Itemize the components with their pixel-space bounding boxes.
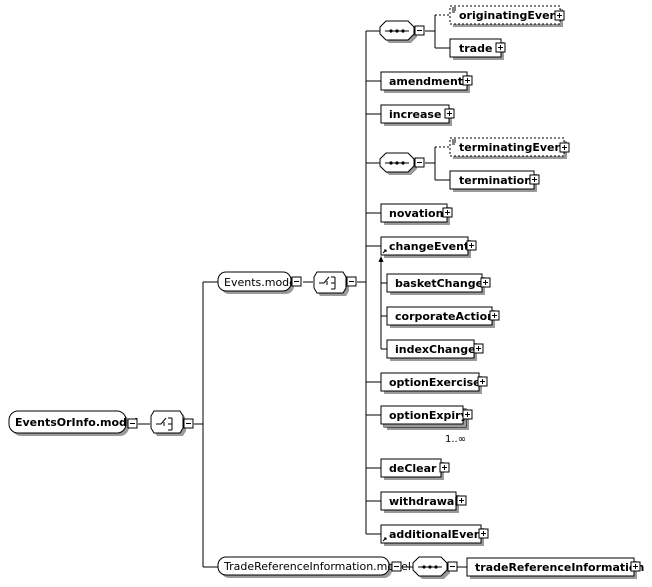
expand-toggle[interactable] <box>489 310 500 321</box>
node-change-event[interactable]: changeEvent <box>380 236 471 258</box>
expand-toggle[interactable] <box>473 343 484 354</box>
expand-toggle[interactable] <box>529 174 540 185</box>
node-label: additionalEvent <box>389 528 487 541</box>
node-termination[interactable]: termination <box>449 170 537 192</box>
node-index-change[interactable]: indexChange <box>386 339 477 361</box>
node-label: Events.model <box>224 276 299 289</box>
expand-toggle[interactable] <box>477 376 488 387</box>
node-label: originatingEvent <box>459 9 563 22</box>
node-option-expiry[interactable]: optionExpiry <box>380 405 469 430</box>
choice-compositor-icon <box>150 410 186 436</box>
node-label: EventsOrInfo.model <box>15 416 138 429</box>
node-option-exercise[interactable]: optionExercise <box>380 372 482 394</box>
node-label: TradeReferenceInformation.model <box>223 560 411 573</box>
expand-toggle[interactable] <box>456 495 467 506</box>
expand-toggle[interactable] <box>466 240 477 251</box>
node-novation[interactable]: novation <box>380 203 450 225</box>
collapse-toggle[interactable] <box>447 561 458 572</box>
substitution-arrow-icon <box>378 256 384 262</box>
expand-toggle[interactable] <box>442 207 453 218</box>
node-increase[interactable]: increase <box>380 104 452 126</box>
expand-toggle[interactable] <box>630 561 641 572</box>
cardinality-label: 1..∞ <box>445 434 466 445</box>
node-label: deClear <box>389 462 437 475</box>
node-originating-event[interactable]: originatingEvent <box>449 5 563 27</box>
node-withdrawal[interactable]: withdrawal <box>380 491 459 513</box>
collapse-toggle[interactable] <box>127 418 138 429</box>
expand-toggle[interactable] <box>559 142 570 153</box>
expand-toggle[interactable] <box>480 277 491 288</box>
node-label: corporateAction <box>395 310 495 323</box>
node-label: amendment <box>389 75 463 88</box>
expand-toggle[interactable] <box>439 462 450 473</box>
node-corporate-action[interactable]: corporateAction <box>386 306 495 328</box>
collapse-toggle[interactable] <box>183 418 194 429</box>
expand-toggle[interactable] <box>462 75 473 86</box>
node-label: withdrawal <box>389 495 458 508</box>
sequence-compositor-icon <box>379 152 417 175</box>
node-label: tradeReferenceInformation <box>475 561 644 574</box>
node-additional-event[interactable]: additionalEvent <box>380 524 487 546</box>
node-label: novation <box>389 207 443 220</box>
collapse-toggle[interactable] <box>414 25 425 36</box>
node-label: optionExercise <box>389 376 481 389</box>
expand-toggle[interactable] <box>495 42 506 53</box>
node-label: trade <box>459 42 492 55</box>
collapse-toggle[interactable] <box>391 561 402 572</box>
node-label: changeEvent <box>389 240 469 253</box>
node-eventsorinfo-model[interactable]: EventsOrInfo.model <box>8 410 138 436</box>
node-amendment[interactable]: amendment <box>380 71 470 93</box>
node-label: basketChange <box>395 277 483 290</box>
collapse-toggle[interactable] <box>346 276 357 287</box>
node-label: increase <box>389 108 441 121</box>
node-terminating-event[interactable]: terminatingEvent <box>449 137 568 159</box>
node-trade-reference-information-model[interactable]: TradeReferenceInformation.model <box>217 556 411 578</box>
collapse-toggle[interactable] <box>414 157 425 168</box>
node-basket-change[interactable]: basketChange <box>386 273 485 295</box>
node-label: terminatingEvent <box>459 141 568 154</box>
connector-lines <box>138 14 467 568</box>
expand-toggle[interactable] <box>462 409 473 420</box>
expand-toggle[interactable] <box>444 108 455 119</box>
node-events-model[interactable]: Events.model <box>217 271 299 294</box>
collapse-toggle[interactable] <box>291 276 302 287</box>
expand-toggle[interactable] <box>478 528 489 539</box>
sequence-compositor-icon <box>379 20 417 43</box>
choice-compositor-icon <box>313 271 349 296</box>
node-trade-reference-information[interactable]: tradeReferenceInformation <box>466 557 644 579</box>
node-label: optionExpiry <box>389 409 468 422</box>
node-label: indexChange <box>395 343 476 356</box>
node-label: termination <box>459 174 532 187</box>
node-de-clear[interactable]: deClear <box>380 458 444 480</box>
sequence-compositor-icon <box>412 556 450 579</box>
node-trade[interactable]: trade <box>449 38 504 60</box>
expand-toggle[interactable] <box>554 10 565 21</box>
